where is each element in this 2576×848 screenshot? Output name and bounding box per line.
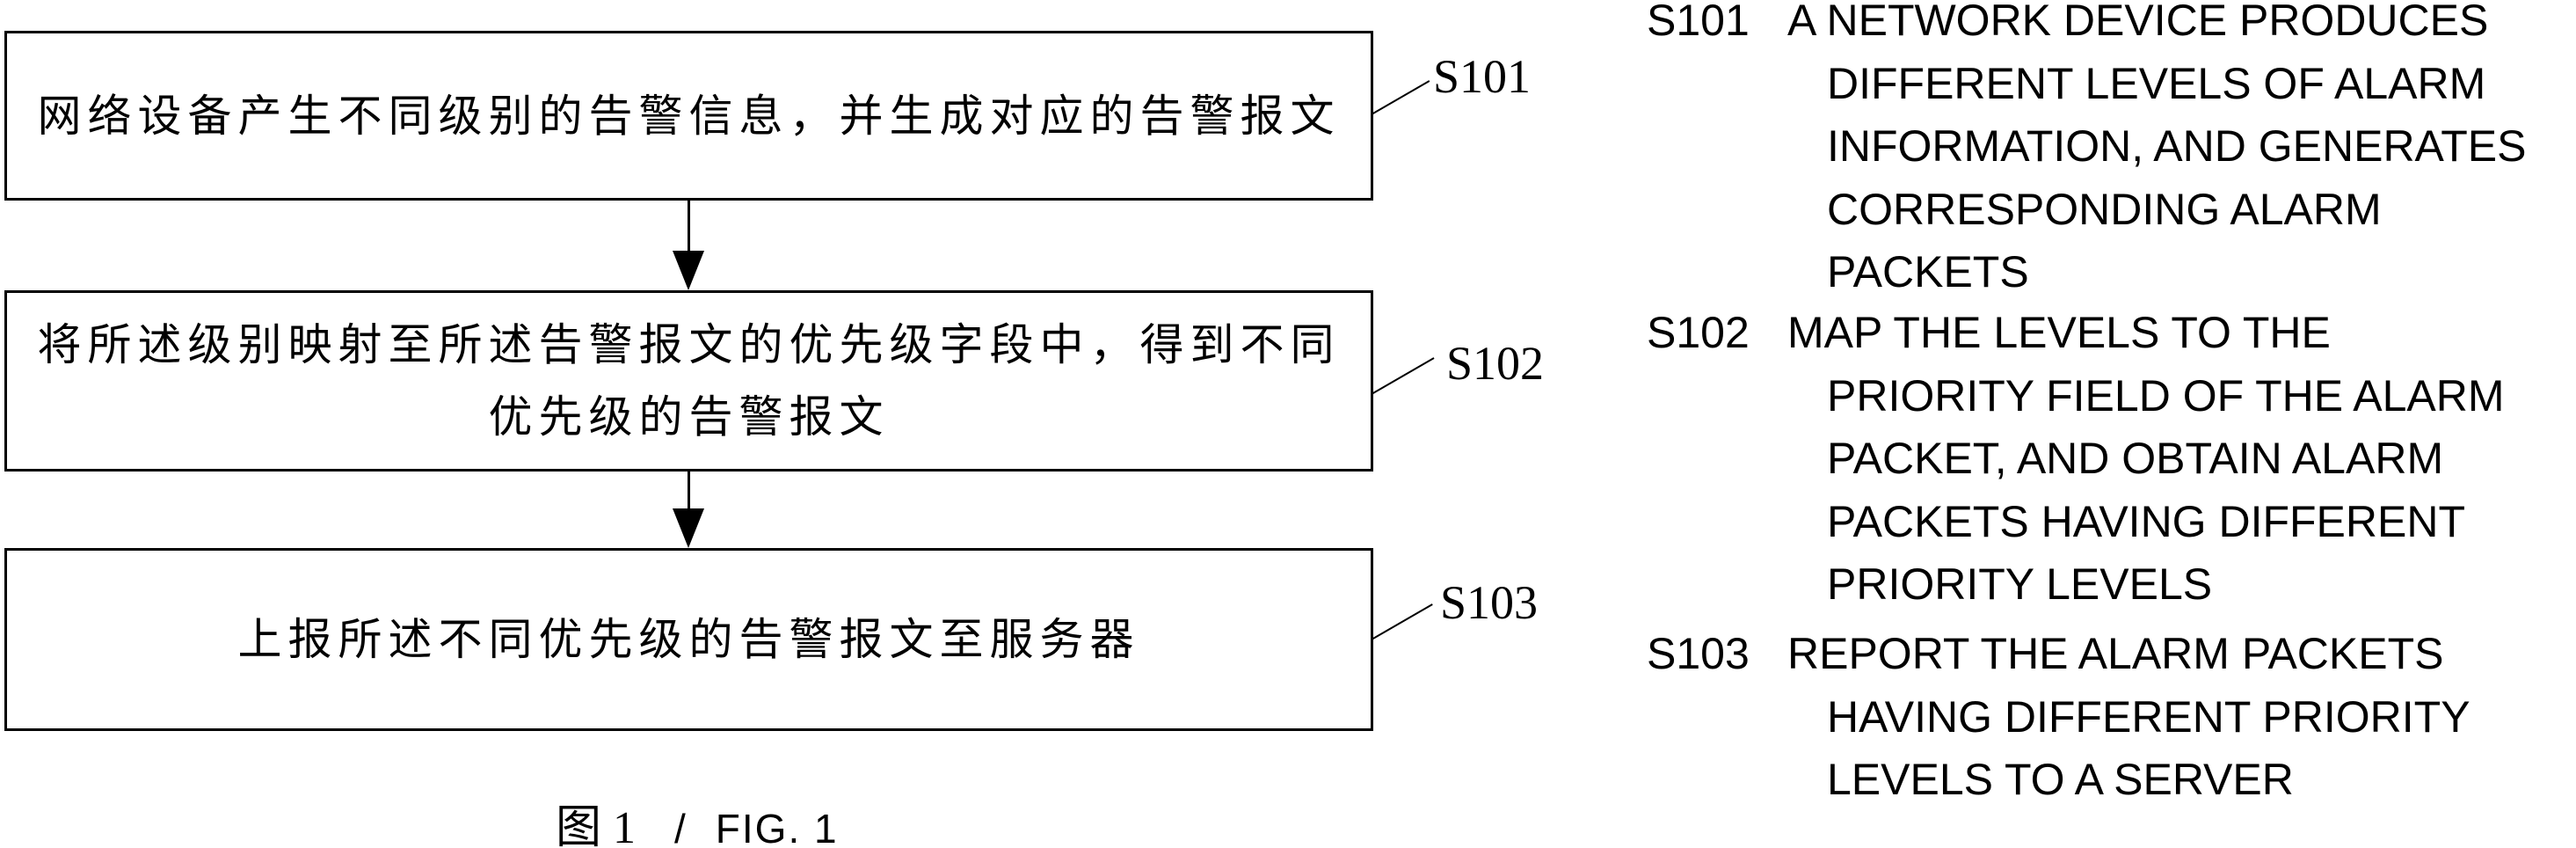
flowchart-box-s101-text: 网络设备产生不同级别的告警信息，并生成对应的告警报文 <box>37 91 1341 141</box>
translation-line: CORRESPONDING ALARM <box>1827 184 2382 234</box>
flowchart-box-s103-text: 上报所述不同优先级的告警报文至服务器 <box>237 615 1140 664</box>
flowchart-box-s101: 网络设备产生不同级别的告警信息，并生成对应的告警报文 <box>4 31 1373 201</box>
flow-arrow-2-arrowhead-icon <box>673 508 704 548</box>
translation-line: PACKETS <box>1827 247 2029 296</box>
leader-line-s103 <box>1371 603 1433 640</box>
flow-arrow-1-shaft <box>688 200 690 252</box>
flow-arrow-2-shaft <box>688 472 690 510</box>
translation-label-s101: S101 <box>1647 0 1750 45</box>
caption-separator: / <box>674 806 686 848</box>
translation-line: A NETWORK DEVICE PRODUCES <box>1787 0 2489 45</box>
translation-line: DIFFERENT LEVELS OF ALARM <box>1827 58 2486 108</box>
translation-item-s101: S101 A NETWORK DEVICE PRODUCES DIFFERENT… <box>1647 0 2526 304</box>
leader-line-s102 <box>1371 357 1435 395</box>
translation-line: HAVING DIFFERENT PRIORITY <box>1827 691 2470 742</box>
translation-text-s103: REPORT THE ALARM PACKETS HAVING DIFFEREN… <box>1787 623 2470 812</box>
flowchart-box-s102-text-line2: 优先级的告警报文 <box>488 392 890 442</box>
translation-line: LEVELS TO A SERVER <box>1827 755 2294 804</box>
translation-label-s103: S103 <box>1647 629 1750 678</box>
flow-arrow-1-arrowhead-icon <box>673 251 704 290</box>
caption-zh: 图 1 <box>556 803 637 848</box>
translation-line: PACKET, AND OBTAIN ALARM <box>1827 434 2444 483</box>
flowchart-box-s102: 将所述级别映射至所述告警报文的优先级字段中，得到不同 优先级的告警报文 <box>4 290 1373 472</box>
translation-text-s101: A NETWORK DEVICE PRODUCES DIFFERENT LEVE… <box>1787 0 2527 304</box>
translation-line: PRIORITY LEVELS <box>1827 559 2213 609</box>
caption-en: FIG. 1 <box>715 806 839 848</box>
figure-caption: 图 1 / FIG. 1 <box>556 790 839 848</box>
translation-line: MAP THE LEVELS TO THE <box>1787 308 2331 357</box>
flowchart-box-s103: 上报所述不同优先级的告警报文至服务器 <box>4 548 1373 731</box>
translation-line: PRIORITY FIELD OF THE ALARM <box>1827 370 2505 420</box>
flowchart-box-s102-text-line1: 将所述级别映射至所述告警报文的优先级字段中，得到不同 <box>37 320 1341 369</box>
translation-item-s103: S103 REPORT THE ALARM PACKETS HAVING DIF… <box>1647 623 2470 812</box>
translation-label-s102: S102 <box>1647 308 1750 357</box>
step-label-s101: S101 <box>1433 50 1532 103</box>
translation-text-s102: MAP THE LEVELS TO THE PRIORITY FIELD OF … <box>1787 302 2505 617</box>
leader-line-s101 <box>1371 80 1430 115</box>
translation-item-s102: S102 MAP THE LEVELS TO THE PRIORITY FIEL… <box>1647 302 2505 617</box>
step-label-s102: S102 <box>1446 337 1545 390</box>
step-label-s103: S103 <box>1440 576 1539 629</box>
translation-line: INFORMATION, AND GENERATES <box>1827 121 2527 171</box>
translation-line: PACKETS HAVING DIFFERENT <box>1827 496 2466 546</box>
translation-line: REPORT THE ALARM PACKETS <box>1787 629 2444 678</box>
